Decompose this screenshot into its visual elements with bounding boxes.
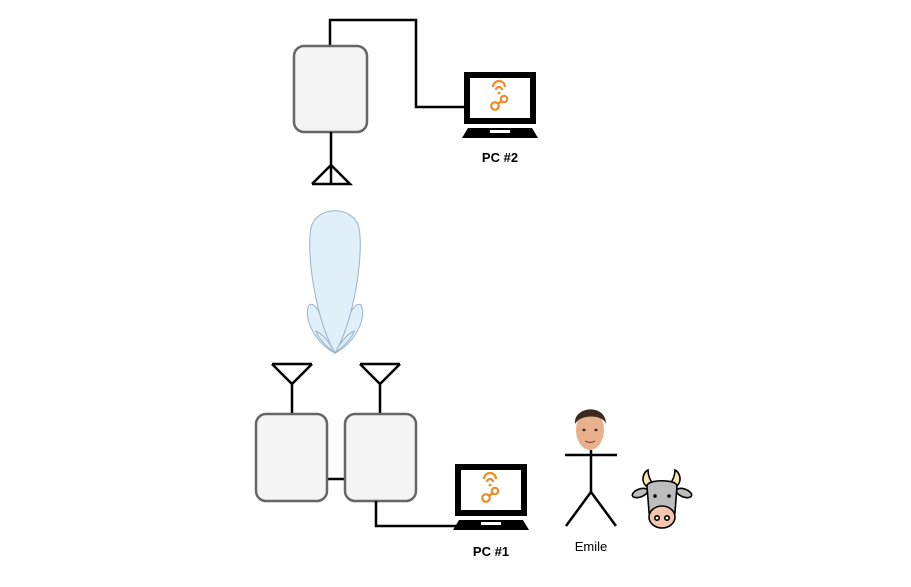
person-label: Emile xyxy=(575,539,608,554)
wireless-logo-icon xyxy=(481,471,500,503)
wireless-logo-icon xyxy=(490,79,509,111)
cow-icon xyxy=(631,468,693,529)
radio-device-top xyxy=(292,44,369,134)
radio-device-right xyxy=(343,412,418,503)
beam-pattern-icon xyxy=(306,210,364,355)
radio-device-left xyxy=(254,412,329,503)
cable-bottom xyxy=(374,501,458,528)
person-icon xyxy=(564,409,618,527)
cable-top xyxy=(328,18,465,109)
antenna-icon xyxy=(311,132,354,186)
bottom-station xyxy=(254,362,458,528)
antenna-icon xyxy=(359,362,401,413)
laptop-icon xyxy=(453,464,529,530)
top-station xyxy=(292,18,465,186)
pc2-label: PC #2 xyxy=(482,150,518,165)
person-face xyxy=(574,409,606,450)
laptop-icon xyxy=(462,72,538,138)
pc1-label: PC #1 xyxy=(473,544,509,559)
antenna-icon xyxy=(271,362,313,413)
